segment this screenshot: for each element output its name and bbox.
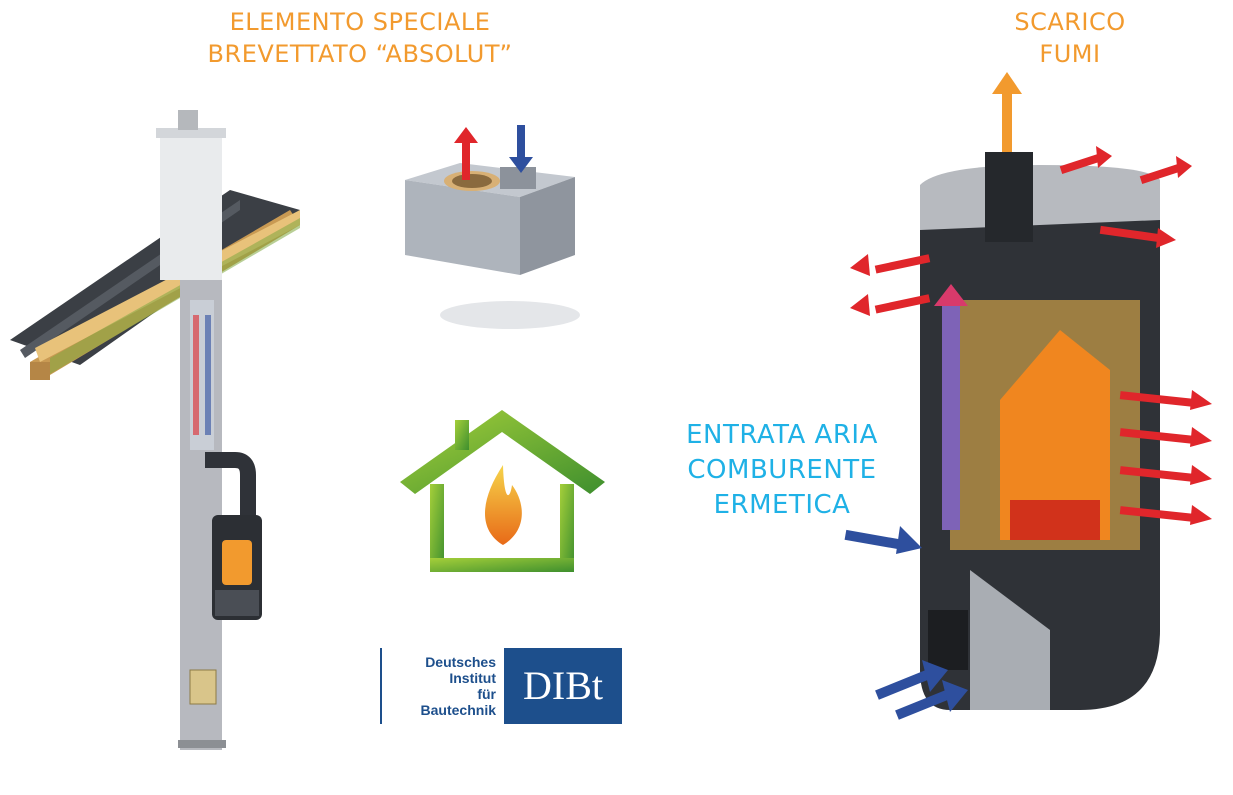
- special-element-line-2: BREVETTATO “ABSOLUT”: [207, 40, 513, 68]
- air-inlet-line-2: COMBURENTE: [687, 455, 877, 485]
- special-element-line-1: ELEMENTO SPECIALE: [229, 8, 491, 36]
- dibt-institute-name: Deutsches Institut für Bautechnik: [400, 654, 496, 718]
- dibt-divider: [380, 648, 382, 724]
- flue-exhaust-heading: SCARICO FUMI: [980, 6, 1160, 70]
- dibt-acronym: DIBt: [523, 663, 603, 708]
- dibt-logo: Deutsches Institut für Bautechnik DIBt: [380, 648, 625, 724]
- dibt-line-1: Deutsches: [425, 654, 496, 670]
- air-inlet-line-3: ERMETICA: [713, 490, 851, 520]
- air-inlet-heading: ENTRATA ARIA COMBURENTE ERMETICA: [672, 418, 892, 523]
- flue-exhaust-line-2: FUMI: [1039, 40, 1101, 68]
- dibt-line-2: Institut: [449, 670, 496, 686]
- chimney-block-illustration: [405, 125, 580, 329]
- dibt-acronym-box: DIBt: [504, 648, 622, 724]
- house-flame-icon: [400, 410, 605, 572]
- chimney-cutaway-illustration: [10, 110, 300, 750]
- dibt-line-3: für: [477, 686, 496, 702]
- flue-exhaust-line-1: SCARICO: [1014, 8, 1126, 36]
- dibt-line-4: Bautechnik: [420, 702, 496, 718]
- air-inlet-line-1: ENTRATA ARIA: [686, 420, 878, 450]
- stove-cutaway-illustration: [844, 72, 1212, 720]
- special-element-heading: ELEMENTO SPECIALE BREVETTATO “ABSOLUT”: [180, 6, 540, 70]
